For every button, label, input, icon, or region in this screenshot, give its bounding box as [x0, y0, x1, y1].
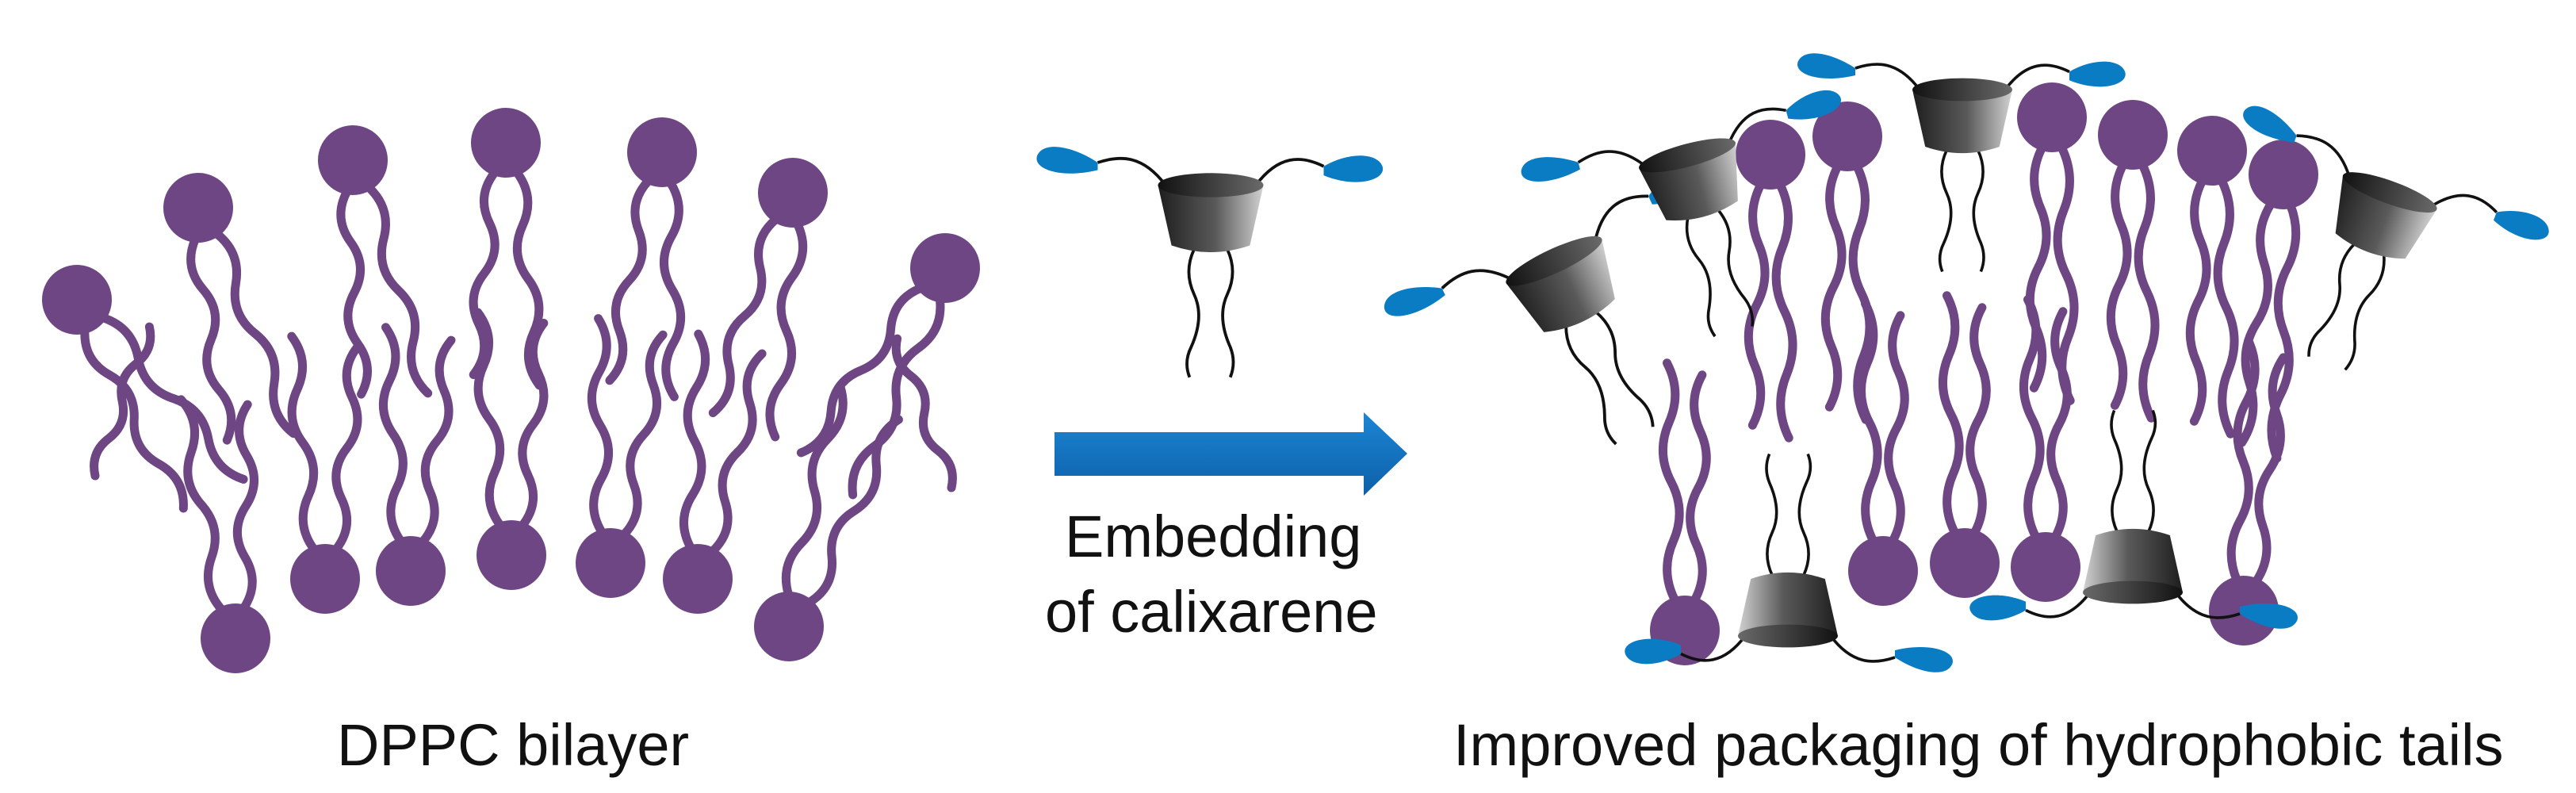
lipid-molecule-icon	[376, 323, 456, 606]
calixarene-molecule-icon	[1521, 90, 1841, 338]
lipid-molecule-icon	[2209, 338, 2288, 646]
calixarene-bilayer-group	[1384, 53, 2549, 672]
lipid-molecule-icon	[796, 233, 980, 500]
calixarene-molecule-icon	[1797, 53, 2126, 273]
calixarene-molecule-icon	[1036, 147, 1384, 378]
lipid-molecule-icon	[663, 329, 767, 614]
lipid-molecule-icon	[1812, 102, 1882, 424]
lipid-molecule-icon	[754, 382, 903, 661]
dppc-bilayer-group	[42, 108, 980, 673]
right-arrow-icon	[1055, 412, 1407, 496]
lipid-molecule-icon	[287, 331, 362, 614]
lipid-molecule-icon	[1736, 120, 1805, 442]
calixarene-molecule-icon	[1625, 453, 1953, 672]
lipid-molecule-icon	[318, 125, 433, 399]
lipid-molecule-icon	[2098, 100, 2168, 423]
lipid-tail	[90, 322, 155, 481]
lipid-molecule-icon	[1650, 358, 1720, 665]
embedding-label-line1: Embedding	[1065, 504, 1362, 569]
lipid-molecule-icon	[42, 265, 248, 513]
embedding-label-line2: of calixarene	[1045, 579, 1378, 645]
lipid-molecule-icon	[1848, 299, 1918, 606]
lipid-molecule-icon	[2177, 116, 2247, 439]
lipid-molecule-icon	[176, 395, 270, 673]
lipid-molecule-icon	[473, 308, 549, 590]
calixarene-molecule-icon	[1969, 409, 2298, 629]
lipid-molecule-icon	[1930, 291, 2000, 598]
lipid-molecule-icon	[2237, 140, 2318, 463]
calixarene-molecule-icon	[1384, 167, 1704, 446]
lipid-molecule-icon	[605, 117, 697, 401]
lipid-molecule-icon	[2017, 82, 2087, 405]
lipid-molecule-icon	[469, 108, 544, 390]
lipid-molecule-icon	[2011, 295, 2080, 602]
lipid-molecule-icon	[163, 173, 298, 445]
improved-packaging-label: Improved packaging of hydrophobic tails	[1453, 712, 2504, 778]
lipid-molecule-icon	[708, 158, 828, 442]
dppc-bilayer-label: DPPC bilayer	[337, 712, 690, 778]
calixarene-molecule-icon	[2243, 105, 2549, 371]
lipid-tail	[891, 334, 957, 492]
lipid-molecule-icon	[576, 314, 668, 598]
embedding-arrow-group	[1036, 147, 1407, 496]
